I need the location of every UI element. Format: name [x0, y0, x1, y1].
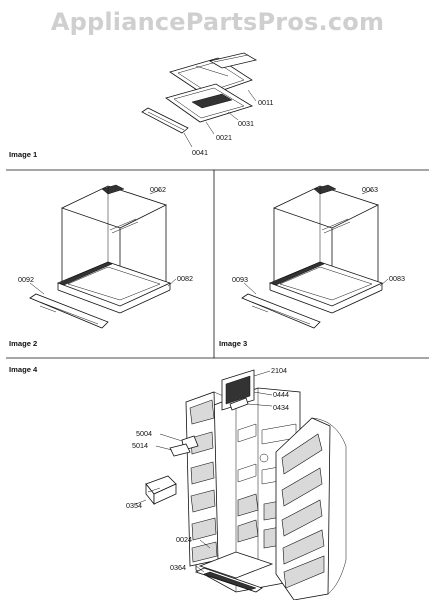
image-2-caption: Image 2 — [9, 339, 37, 348]
callout-0444: 0444 — [273, 390, 289, 399]
callout-0083: 0083 — [389, 274, 405, 283]
callout-5004: 5004 — [136, 429, 152, 438]
callout-0093: 0093 — [232, 275, 248, 284]
callout-0063: 0063 — [362, 185, 378, 194]
callout-0021: 0021 — [216, 133, 232, 142]
image-3-caption: Image 3 — [219, 339, 247, 348]
callout-5014: 5014 — [132, 441, 148, 450]
callout-0024: 0024 — [176, 535, 192, 544]
callout-2104: 2104 — [271, 366, 287, 375]
image-1-caption: Image 1 — [9, 150, 38, 159]
callout-0092: 0092 — [18, 275, 34, 284]
callout-0082: 0082 — [177, 274, 193, 283]
image-3-crisper-drawer: 0063 0093 0083 Image 3 — [219, 184, 405, 348]
callout-0062: 0062 — [150, 185, 166, 194]
image-4-caption: Image 4 — [9, 365, 38, 374]
image-1-shelf-assembly: 0011 0031 0021 0041 Image 1 — [9, 52, 273, 159]
watermark-logo: AppliancePartsPros.com — [50, 8, 385, 36]
image-4-refrigerator-doors: Image 4 — [9, 365, 347, 600]
callout-0434: 0434 — [273, 403, 289, 412]
callout-0011: 0011 — [258, 98, 273, 107]
image-2-crisper-drawer: 0062 0092 0082 Image 2 — [9, 184, 193, 348]
callout-0031: 0031 — [238, 119, 254, 128]
callout-0364: 0364 — [170, 563, 186, 572]
callout-0041: 0041 — [192, 148, 208, 157]
callout-0354: 0354 — [126, 501, 142, 510]
